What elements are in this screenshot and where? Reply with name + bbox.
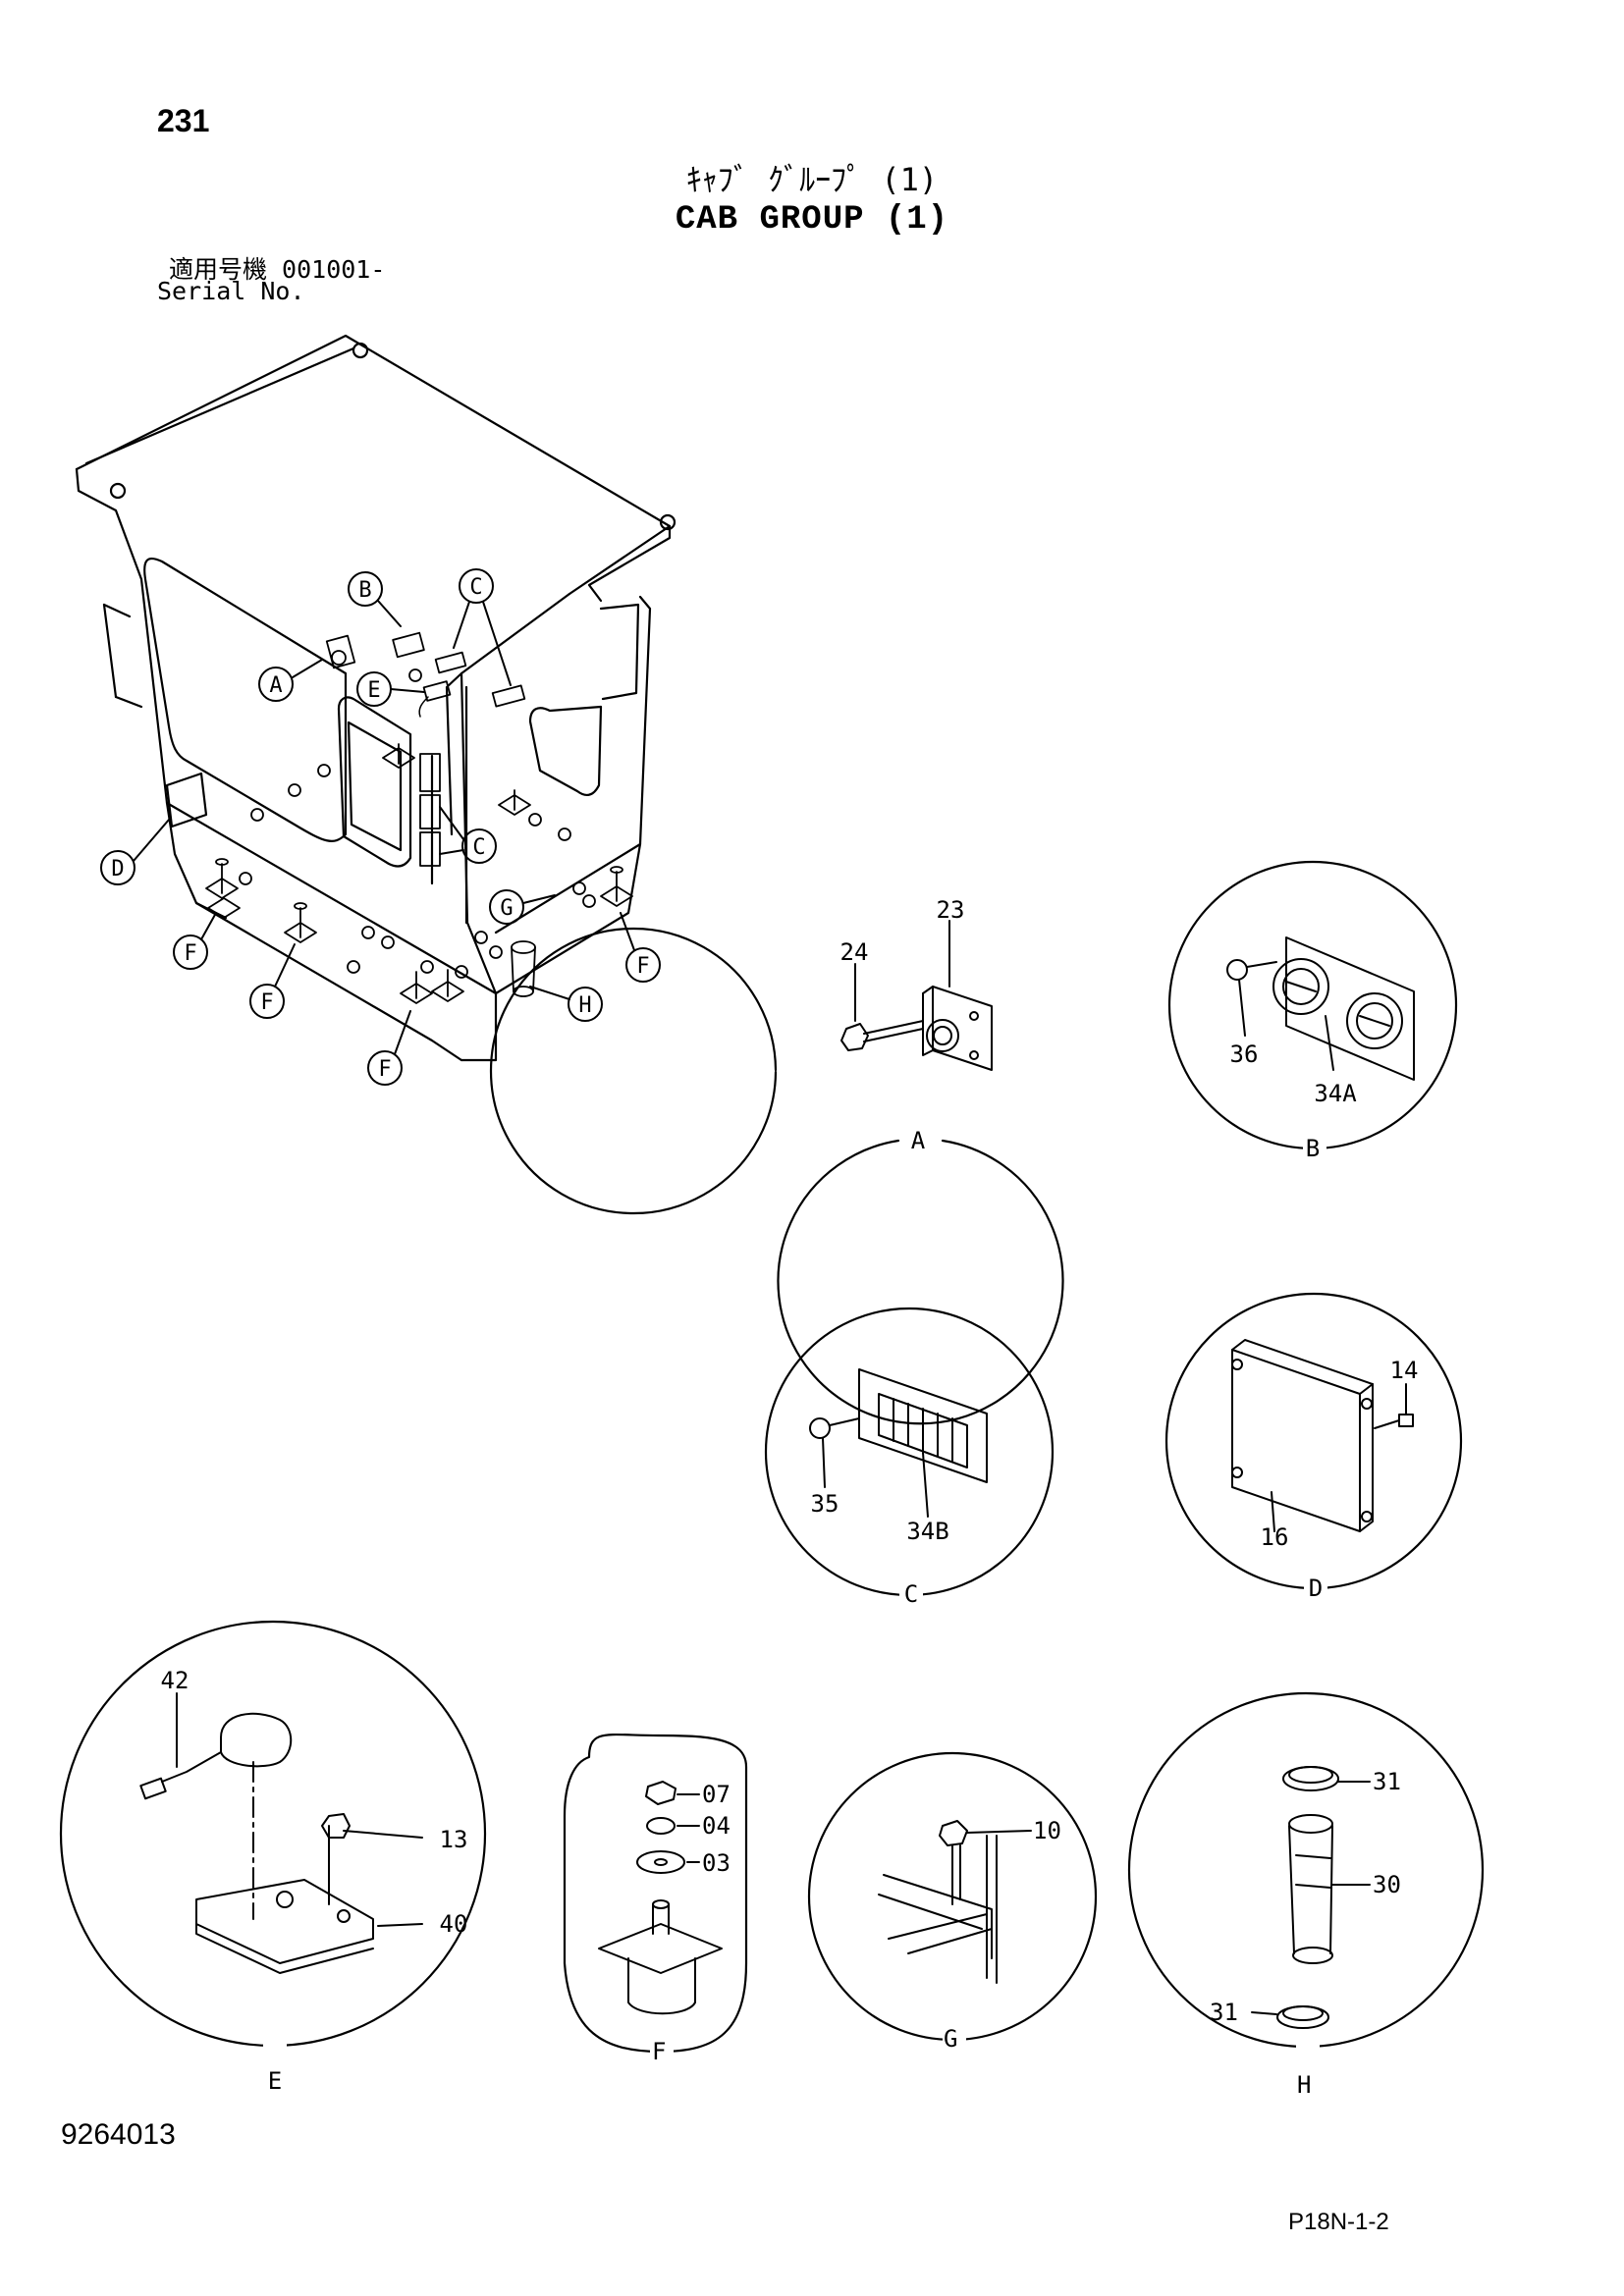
cab-assembly [75, 334, 677, 1062]
callout-h: H [578, 993, 591, 1018]
callout-d: D [111, 857, 124, 881]
part-40: 40 [440, 1910, 468, 1938]
page-code: P18N-1-2 [1288, 2209, 1389, 2235]
callout-e: E [367, 678, 380, 703]
callout-f-2: F [260, 990, 273, 1015]
title-japanese: ｷｬﾌﾞ ｸﾞﾙｰﾌﾟ (1) [685, 161, 939, 198]
callout-f-1: F [184, 941, 196, 966]
callout-f-4: F [636, 954, 649, 979]
part-03: 03 [702, 1849, 731, 1877]
part-23: 23 [937, 896, 965, 924]
page-number: 231 [157, 103, 210, 138]
detail-e [59, 1620, 487, 2056]
detail-label-a: A [911, 1127, 926, 1154]
callout-g: G [500, 896, 513, 921]
part-30: 30 [1373, 1871, 1401, 1898]
callout-c-side: C [472, 835, 485, 860]
part-04: 04 [702, 1812, 731, 1840]
detail-label-g: G [944, 2025, 957, 2053]
detail-label-e: E [268, 2067, 282, 2095]
detail-h [1127, 1691, 1485, 2056]
callout-f-3: F [378, 1057, 391, 1082]
detail-label-h: H [1297, 2071, 1311, 2099]
part-31-bottom: 31 [1210, 1999, 1238, 2026]
part-16: 16 [1261, 1523, 1289, 1551]
detail-f [563, 1733, 748, 2057]
part-36: 36 [1230, 1041, 1259, 1068]
detail-b [1167, 860, 1458, 1158]
detail-label-b: B [1306, 1135, 1320, 1162]
callout-c-roof: C [469, 575, 482, 600]
callout-a: A [269, 673, 282, 698]
callout-b: B [358, 578, 371, 603]
detail-a [489, 920, 1064, 1425]
part-34a: 34A [1314, 1080, 1357, 1107]
detail-g [807, 1751, 1098, 2050]
detail-c [764, 1307, 1055, 1604]
title-english: CAB GROUP (1) [675, 201, 949, 239]
part-31-top: 31 [1373, 1768, 1401, 1795]
detail-label-c: C [904, 1580, 918, 1608]
detail-d [1164, 1292, 1463, 1598]
detail-label-d: D [1309, 1575, 1323, 1602]
part-13: 13 [440, 1826, 468, 1853]
part-42: 42 [161, 1667, 189, 1694]
serial-number-label: Serial No. [157, 277, 305, 305]
part-14: 14 [1390, 1357, 1419, 1384]
part-24: 24 [840, 938, 869, 966]
part-35: 35 [811, 1490, 839, 1518]
document-number: 9264013 [61, 2118, 176, 2151]
detail-label-f: F [652, 2038, 666, 2065]
serial-number-japanese: 適用号機 001001- [169, 255, 386, 284]
part-07: 07 [702, 1781, 731, 1808]
part-10: 10 [1033, 1817, 1061, 1844]
part-34b: 34B [906, 1518, 948, 1545]
cab-callouts [100, 568, 661, 1086]
